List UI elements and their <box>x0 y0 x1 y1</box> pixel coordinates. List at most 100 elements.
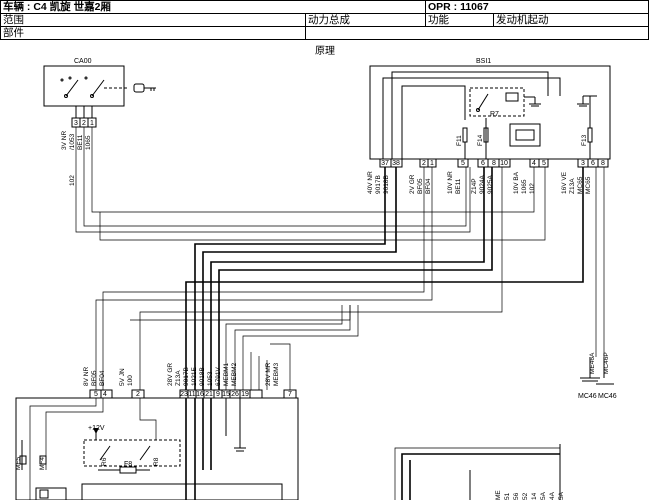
bsi-pin-number: 6 <box>591 160 595 167</box>
relay-r6-r8 <box>83 439 181 467</box>
bottom-right-label: 56 <box>513 492 520 500</box>
bsi-pin-number: 5 <box>461 160 465 167</box>
function-label: 功能 <box>425 13 494 27</box>
bsi-wire-label: 2V GR <box>409 174 416 194</box>
lower-wire-label: 1021E <box>191 367 198 386</box>
f13-label: F13 <box>581 134 588 146</box>
lower-pin-number: 5 <box>94 391 98 398</box>
r6-label: R6 <box>101 457 108 466</box>
parts-value <box>304 26 650 40</box>
bsi-pin-number: 38 <box>392 160 400 167</box>
bsi1-label: BSI1 <box>476 58 491 65</box>
lower-pin-number: 2 <box>136 391 140 398</box>
bottom-right-label: 14 <box>531 492 538 500</box>
engine-ecu-box <box>15 397 299 500</box>
bsi-pin-number: 6 <box>481 160 485 167</box>
bsi-pin-number: 8 <box>492 160 496 167</box>
lower-wire-label: 5V JN <box>119 368 126 386</box>
scope-label: 范围 <box>0 13 306 27</box>
bsi-wire-label: Z13A <box>569 178 576 194</box>
bsi-wire-label: 10V NR <box>447 171 454 194</box>
lower-wire-label: MEBM3 <box>273 363 280 387</box>
lower-wire-label: BF04 <box>99 370 106 386</box>
r8-label: R8 <box>153 457 160 466</box>
lower-wire-label: 28V GR <box>167 363 174 386</box>
mc46-label-1: MC46 <box>578 393 597 400</box>
bottom-right-label: 5A <box>558 491 565 500</box>
f13-fuse <box>587 127 593 143</box>
me46a-label: ME46A <box>589 352 596 374</box>
lower-wire-label: Z13A <box>175 370 182 386</box>
ca00-wire-label: 3V NR <box>61 131 68 150</box>
supply-arrow-icon <box>93 428 99 434</box>
r7-relay <box>469 87 525 117</box>
bsi-wire-label: Z14P <box>471 178 478 194</box>
schematic: CA00 BSI1 R7 F11 F14 F13 +12V F8 R6 R8 M… <box>15 58 617 500</box>
lower-pin-number: 19 <box>241 391 249 398</box>
r7-label: R7 <box>490 111 499 118</box>
ca00-wire-label: BE11 <box>77 134 84 150</box>
bsi-wire-label: 102 <box>529 183 536 194</box>
lower-wire-label: 28V MR <box>265 362 272 386</box>
function-value: 发动机起动 <box>492 13 650 27</box>
lower-wire-label: 9018B <box>199 367 206 386</box>
lower-pin-number: 11 <box>188 391 195 398</box>
f14-label: F14 <box>477 134 484 146</box>
ca00-wire-label: /1053 <box>69 133 76 150</box>
ca00-pin-number: 1 <box>90 120 94 127</box>
f8-label: F8 <box>124 461 132 468</box>
f11-label: F11 <box>456 135 463 146</box>
bottom-right-label: 51 <box>504 492 511 500</box>
ground-mc46p <box>596 357 614 385</box>
ground-me46a <box>580 357 600 382</box>
lower-pin-number: 16 <box>196 391 204 398</box>
bsi-pin-number: 2 <box>422 160 426 167</box>
lower-wire-label: 1053 <box>207 371 214 386</box>
mc46-label-2: MC46 <box>598 393 617 400</box>
lower-wire-label: 9017B <box>183 367 190 386</box>
bsi-pin-number: 10 <box>500 160 508 167</box>
ca00-box <box>43 65 125 107</box>
bsi-wire-label: 9017B <box>375 175 382 194</box>
lower-pin-number: 4 <box>103 391 107 398</box>
lower-wire-label: MEBM2 <box>231 363 238 387</box>
lower-pin-number: 9 <box>216 391 220 398</box>
ecu-inner-block <box>81 483 283 500</box>
header-table: 车辆 : C4 凯旋 世嘉2厢 OPR : 11067 范围 动力总成 功能 发… <box>0 0 650 56</box>
parts-label: 部件 <box>0 26 306 40</box>
lower-pin-number: 23 <box>180 391 188 398</box>
bsi-wire-label: 9025A <box>487 175 494 194</box>
bsi-ic <box>509 123 541 147</box>
f8-fuse <box>119 466 137 474</box>
bsi-wire-label: 40V NR <box>367 171 374 194</box>
bsi-pin-number: 8 <box>601 160 605 167</box>
r7-coil <box>505 92 519 102</box>
bsi-wire-label: BE11 <box>455 178 462 194</box>
bsi-wire-label: 10V BA <box>513 171 520 194</box>
bsi-pin-number: 5 <box>542 160 546 167</box>
bottom-right-label: 4A <box>549 491 556 500</box>
bsi-wire-label: 1065 <box>521 179 528 194</box>
lower-wire-label: 8V NR <box>83 367 90 386</box>
ca00-pin-number: 3 <box>74 120 78 127</box>
lower-wire-label: 100 <box>127 375 134 386</box>
sensor-block <box>35 487 67 500</box>
mf5-label: MF5 <box>15 457 22 470</box>
lower-pin-number: 15 <box>222 391 230 398</box>
f11-fuse <box>462 127 468 143</box>
system-value: 动力总成 <box>305 13 426 27</box>
bsi-wire-label: BF05 <box>417 178 424 194</box>
bottom-right-label: ME <box>495 490 502 500</box>
ca00-wire-label: 1065 <box>85 135 92 150</box>
bottom-right-label: 52 <box>522 492 529 500</box>
ca00-wire-number: 102 <box>69 175 76 186</box>
bsi-pin-number: 4 <box>532 160 536 167</box>
bsi-wire-label: 9018B <box>383 175 390 194</box>
plus12v-label: +12V <box>88 425 105 432</box>
lower-pin-number: 7 <box>288 391 292 398</box>
bsi-pin-number: 1 <box>430 160 434 167</box>
